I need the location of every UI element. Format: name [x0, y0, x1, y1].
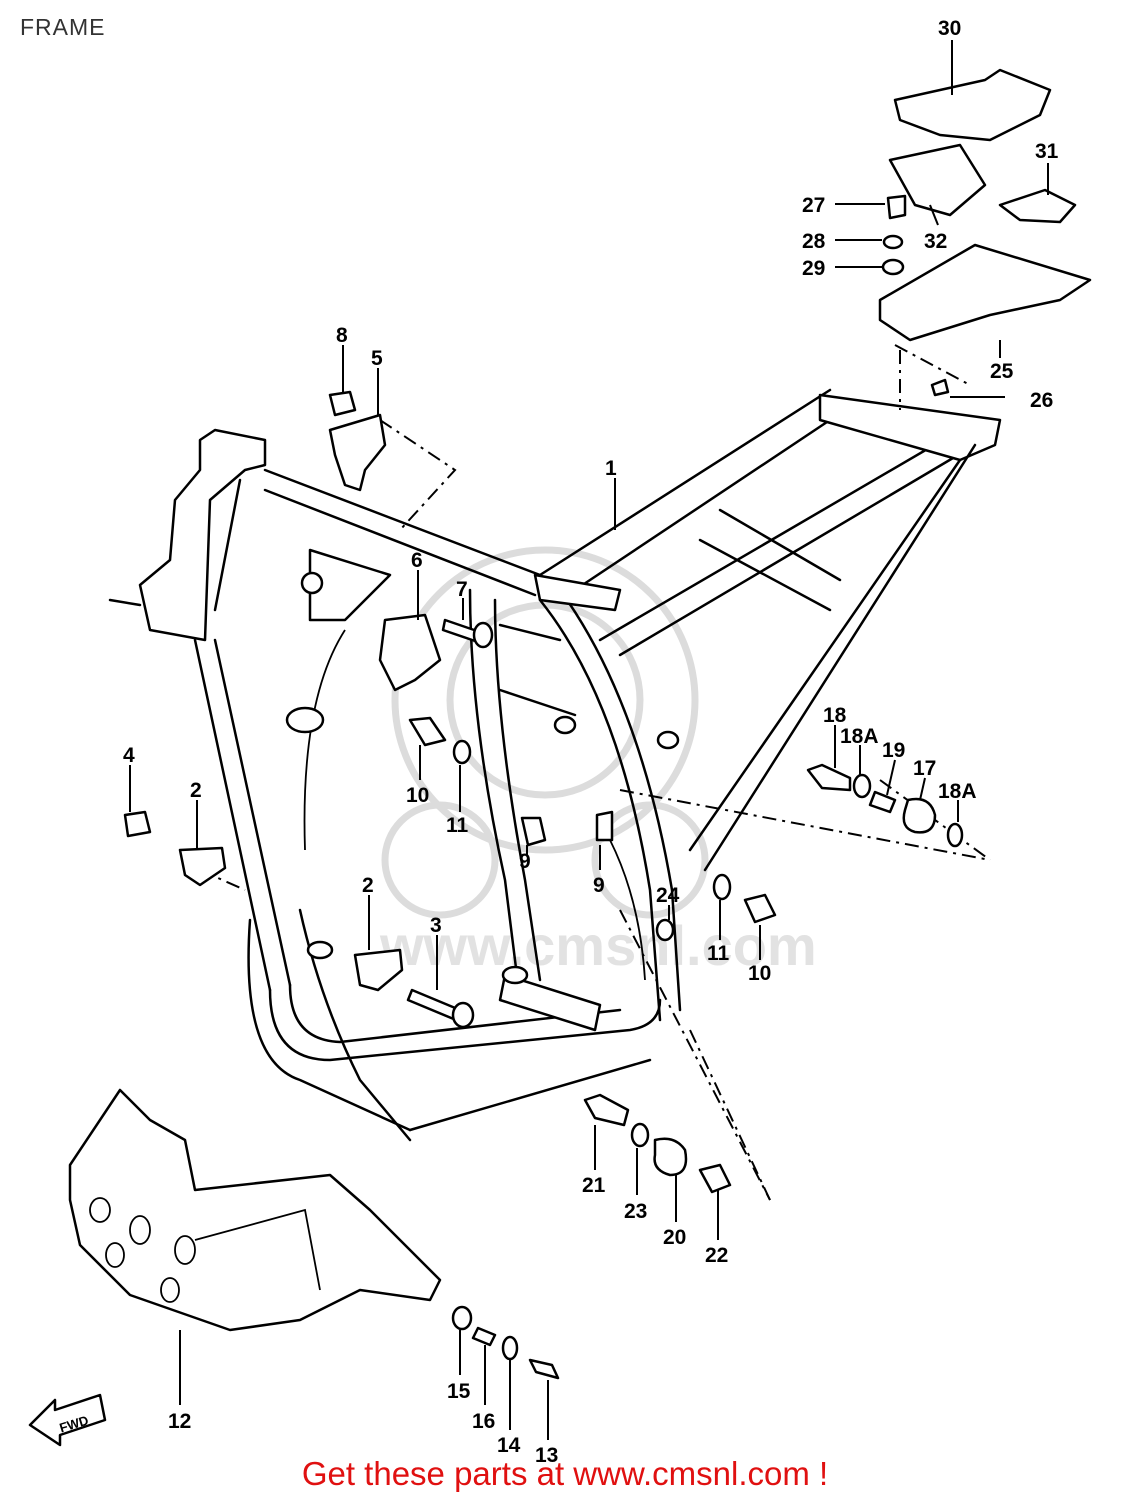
- washer-part-28[interactable]: [882, 234, 904, 250]
- callout-28: 28: [802, 230, 826, 253]
- callout-9a: 9: [519, 850, 531, 873]
- callout-22: 22: [705, 1244, 728, 1267]
- assembly-guide-lines: [199, 344, 991, 1201]
- callout-26: 26: [1030, 389, 1053, 412]
- grommet-part-29[interactable]: [881, 258, 905, 276]
- bolt-part-27[interactable]: [886, 194, 907, 220]
- nut-part-8[interactable]: [328, 390, 357, 417]
- callout-25: 25: [990, 360, 1014, 383]
- cover-part-30[interactable]: [893, 68, 1052, 142]
- callout-13: 13: [535, 1444, 558, 1467]
- callout-5: 5: [371, 347, 383, 370]
- callout-14: 14: [497, 1434, 521, 1457]
- skid-plate-part-12[interactable]: [68, 1088, 442, 1332]
- washer-part-18A-1[interactable]: [852, 773, 872, 799]
- bracket-part-9b[interactable]: [595, 810, 614, 842]
- washer-part-18A-2[interactable]: [946, 822, 964, 848]
- callout-18A-1: 18A: [840, 725, 879, 748]
- callout-2a: 2: [190, 779, 202, 802]
- callout-15: 15: [447, 1380, 471, 1403]
- bolt-part-13[interactable]: [528, 1358, 560, 1380]
- callout-11a: 11: [446, 814, 469, 837]
- collar-part-19[interactable]: [868, 790, 897, 814]
- callout-21: 21: [582, 1174, 606, 1197]
- callout-19: 19: [882, 739, 905, 762]
- collar-part-16[interactable]: [471, 1326, 497, 1347]
- callout-32: 32: [924, 230, 947, 253]
- callout-2b: 2: [362, 874, 374, 897]
- collar-part-7[interactable]: [472, 621, 494, 649]
- washer-part-11b[interactable]: [712, 873, 732, 901]
- callout-6: 6: [411, 549, 423, 572]
- bolt-part-21[interactable]: [583, 1093, 630, 1127]
- fwd-arrow-icon: FWD: [28, 1393, 107, 1447]
- bolt-head-part-3[interactable]: [451, 1001, 475, 1029]
- washer-part-11a[interactable]: [452, 739, 472, 765]
- bolt-part-18[interactable]: [806, 763, 852, 792]
- callout-18: 18: [823, 704, 847, 727]
- bolt-part-10b[interactable]: [743, 893, 777, 924]
- bracket-part-9a[interactable]: [520, 816, 547, 847]
- grommet-part-26[interactable]: [930, 378, 950, 397]
- bracket-part-5[interactable]: [328, 413, 387, 492]
- nut-part-15[interactable]: [451, 1305, 473, 1331]
- washer-part-23[interactable]: [630, 1122, 650, 1148]
- bracket-part-25[interactable]: [878, 243, 1092, 342]
- watermark-text: www.cmsnl.com: [379, 914, 817, 977]
- callout-11b: 11: [707, 942, 730, 965]
- callout-4: 4: [123, 744, 135, 767]
- callout-20: 20: [663, 1226, 686, 1249]
- callout-7: 7: [456, 578, 468, 601]
- callout-29: 29: [802, 257, 825, 280]
- tray-part-32[interactable]: [888, 143, 987, 217]
- callout-17: 17: [913, 757, 936, 780]
- callout-16: 16: [472, 1410, 495, 1433]
- washer-part-24[interactable]: [655, 918, 675, 942]
- callout-24: 24: [656, 884, 680, 907]
- bracket-part-2a[interactable]: [178, 846, 227, 887]
- callout-labels: 1 2 2 3 4 5 6 7 8 9 9 10 10 11 11 12 13 …: [123, 17, 1059, 1467]
- washer-part-14[interactable]: [501, 1335, 519, 1361]
- callout-10a: 10: [406, 784, 429, 807]
- callout-9b: 9: [593, 874, 605, 897]
- callout-30: 30: [938, 17, 961, 40]
- callout-18A-2: 18A: [938, 780, 977, 803]
- bracket-part-2b[interactable]: [353, 948, 404, 992]
- clamp-part-31[interactable]: [998, 188, 1077, 224]
- main-frame[interactable]: [108, 388, 1002, 1142]
- footer-link-text[interactable]: Get these parts at www.cmsnl.com !: [301, 1455, 829, 1492]
- callout-8: 8: [336, 324, 348, 347]
- callout-23: 23: [624, 1200, 647, 1223]
- bolt-part-10a[interactable]: [408, 716, 447, 747]
- callout-31: 31: [1035, 140, 1059, 163]
- nut-part-4[interactable]: [123, 810, 152, 838]
- leader-lines: [129, 40, 1049, 1440]
- callout-12: 12: [168, 1410, 191, 1433]
- bolt-part-22[interactable]: [698, 1163, 732, 1194]
- callout-1: 1: [605, 457, 617, 480]
- cushion-part-20[interactable]: [653, 1137, 688, 1177]
- bracket-part-6[interactable]: [378, 613, 442, 692]
- callout-27: 27: [802, 194, 825, 217]
- callout-10b: 10: [748, 962, 771, 985]
- callout-3: 3: [430, 914, 442, 937]
- cushion-part-17[interactable]: [902, 797, 937, 834]
- page-title: FRAME: [20, 14, 106, 40]
